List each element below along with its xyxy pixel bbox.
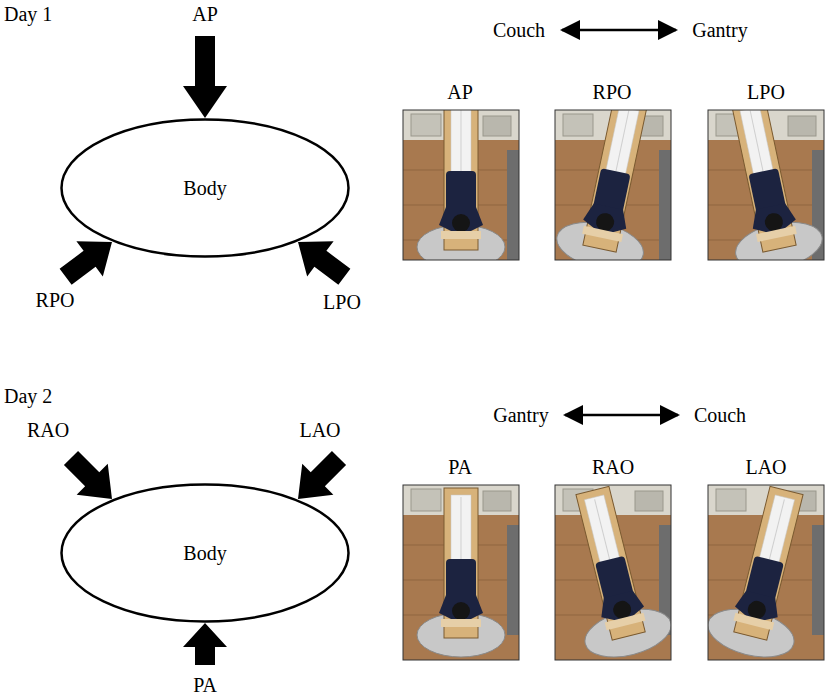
text-label: Gantry <box>493 404 549 426</box>
beam-arrow <box>183 36 227 118</box>
text-label: LAO <box>745 456 786 478</box>
direction-arrow <box>565 414 678 417</box>
body-ellipse: Body <box>60 118 350 258</box>
text-label: Couch <box>493 19 545 41</box>
day-heading: Day 1 <box>4 3 52 25</box>
text-label: Couch <box>694 404 746 426</box>
direction-arrow <box>562 29 676 32</box>
text-label: Gantry <box>692 19 748 41</box>
photo <box>403 485 519 665</box>
text-label: RPO <box>593 81 632 103</box>
ellipse-shape <box>62 120 349 257</box>
photo <box>550 480 676 665</box>
day-heading: Day 2 <box>4 385 52 407</box>
text-label: LAO <box>299 419 340 441</box>
text-label: RAO <box>27 419 69 441</box>
node-text: Body <box>183 542 226 564</box>
text-label: AP <box>447 81 473 103</box>
text-label: AP <box>192 3 218 25</box>
text-label: PA <box>193 674 217 696</box>
photo <box>703 480 829 665</box>
photo <box>552 93 673 290</box>
text-label: RPO <box>36 289 75 311</box>
text-label: PA <box>448 456 472 478</box>
body-ellipse: Body <box>60 483 350 623</box>
photo <box>705 93 826 290</box>
text-label: LPO <box>323 291 361 313</box>
text-label: LPO <box>747 81 785 103</box>
beam-arrow <box>183 623 227 665</box>
text-label: RAO <box>592 456 634 478</box>
photo <box>403 100 519 290</box>
node-text: Body <box>183 177 226 199</box>
ellipse-shape <box>62 485 349 622</box>
